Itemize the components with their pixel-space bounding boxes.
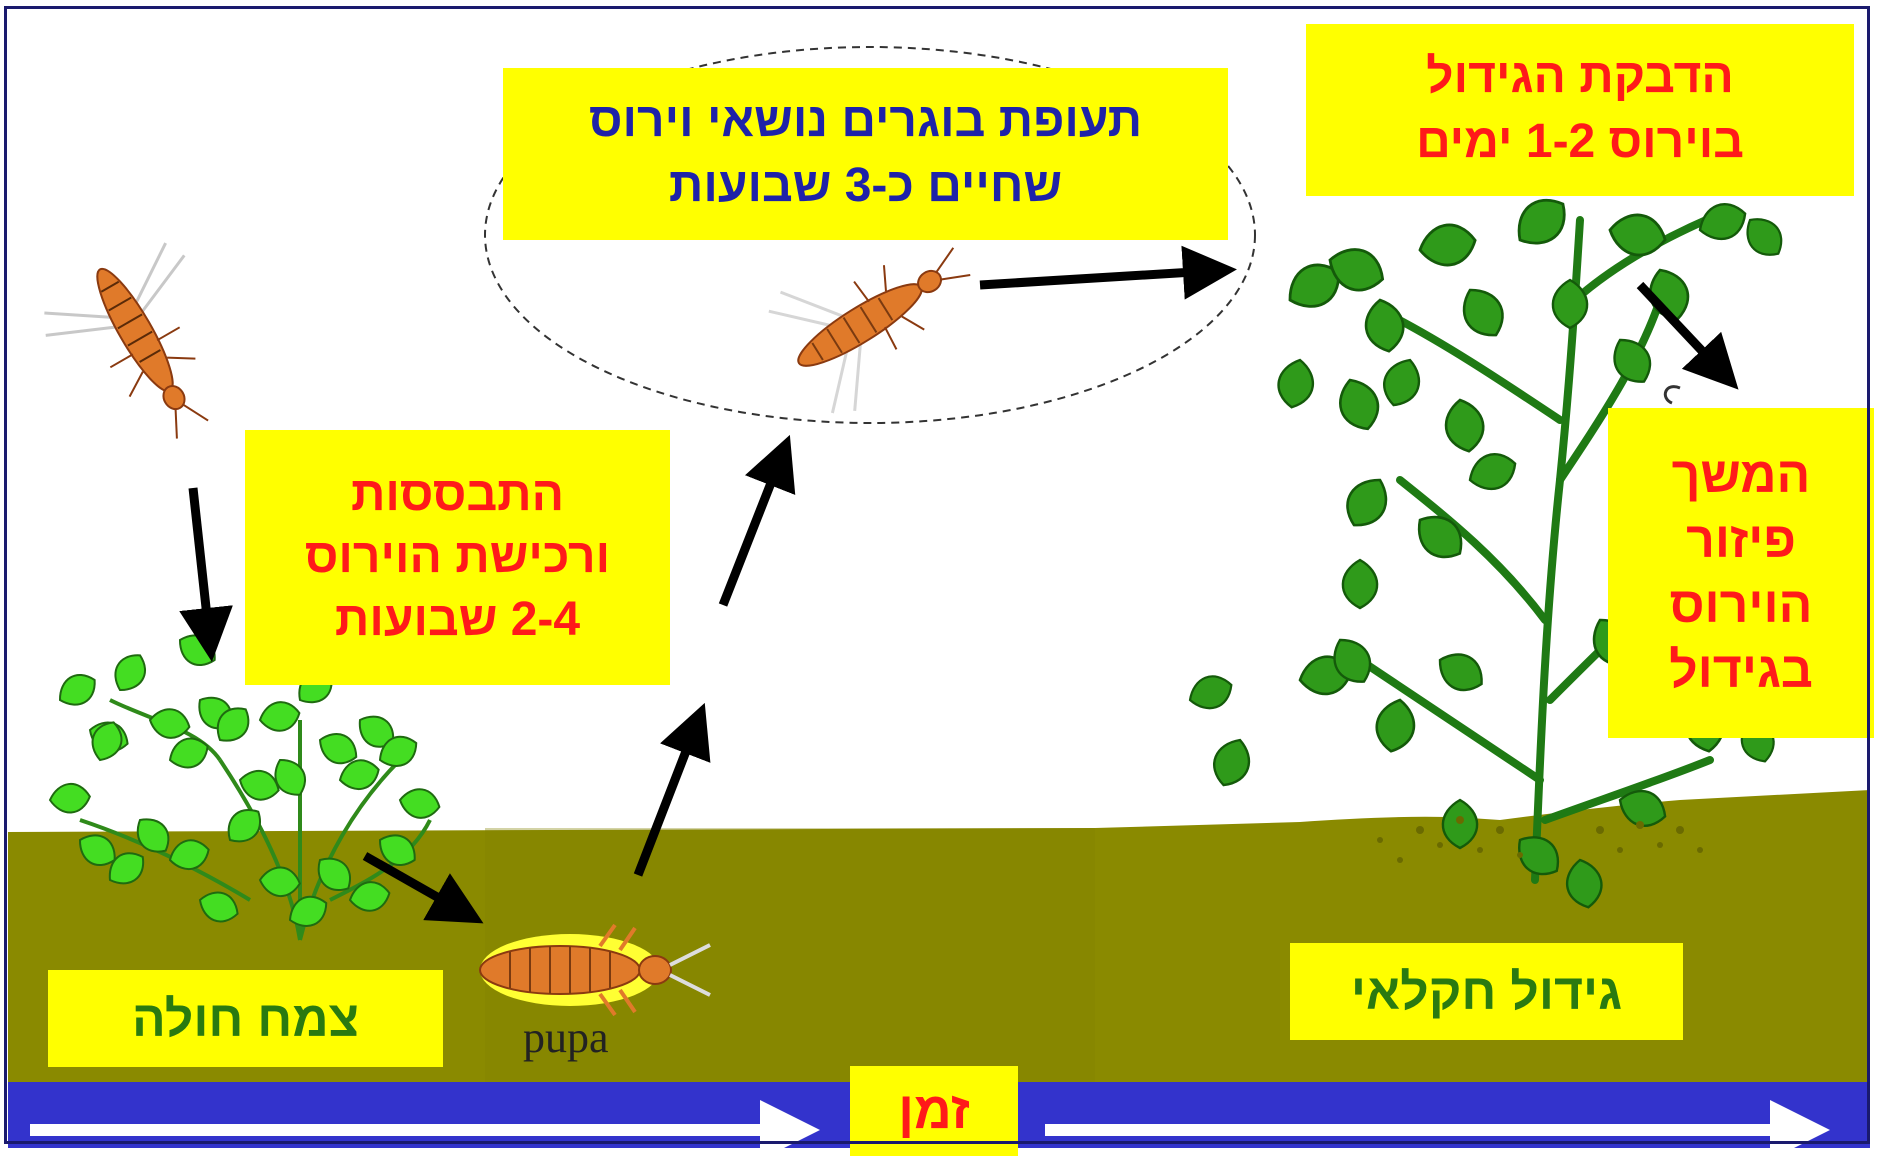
arrow-up-to-ellipse	[723, 460, 780, 605]
spread-label: המשך פיזור הוירוס בגידול	[1608, 408, 1874, 738]
arrow-flight-to-crop	[980, 271, 1210, 285]
acquisition-label: התבססות ורכישת הוירוס 2-4 שבועות	[245, 430, 670, 685]
pupa-label: pupa	[523, 1012, 609, 1063]
thrips-adult-icon	[31, 229, 262, 469]
crop-infection-label: הדבקת הגידול בוירוס 1-2 ימים	[1306, 24, 1854, 196]
crop-label: גידול חקלאי	[1290, 943, 1683, 1040]
curl-icon	[1665, 387, 1680, 403]
time-label: זמן	[850, 1066, 1018, 1156]
arrow-adult-to-plant	[193, 488, 209, 635]
flight-label: תעופת בוגרים נושאי וירוס שחיים כ-3 שבועו…	[503, 68, 1228, 240]
sick-plant-label: צמח חולה	[48, 970, 443, 1067]
